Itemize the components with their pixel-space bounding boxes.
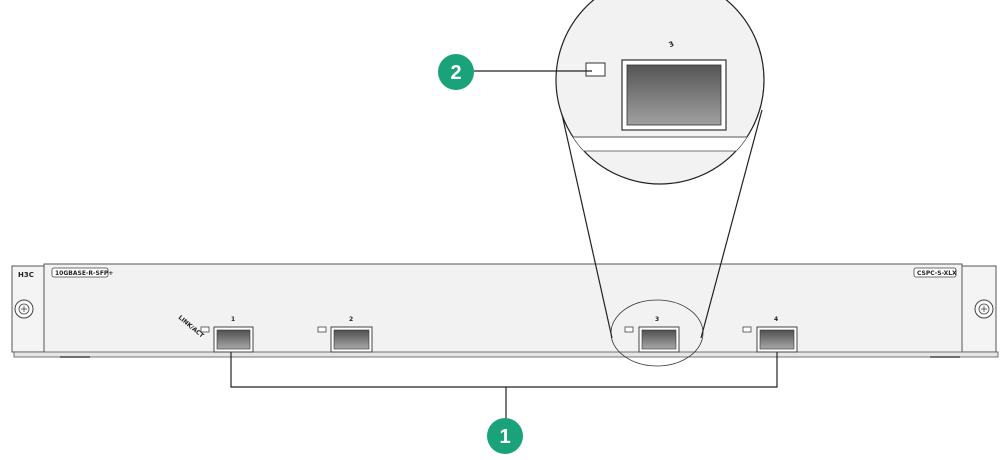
left-ejector: [11, 265, 45, 353]
port-3-number: 3: [655, 316, 659, 323]
model-label: 10GBASE-R-SFP+: [55, 270, 113, 277]
port-3-led: [624, 326, 634, 333]
model-label-box: [51, 267, 109, 278]
zoomed-port-led: [585, 62, 606, 77]
port-1-led: [200, 326, 210, 333]
callout-2-number: 2: [450, 62, 461, 84]
magnifier-cone: [560, 109, 763, 339]
right-ejector: [961, 265, 997, 353]
sfp-port-2[interactable]: 2: [317, 316, 373, 353]
callout-2-badge: [438, 54, 474, 90]
right-label-box: [913, 267, 957, 278]
callout-1-badge: [487, 418, 523, 454]
zoomed-port-number: 3: [668, 40, 676, 49]
sfp-port-1[interactable]: 1: [200, 316, 254, 353]
bottom-rail: [13, 351, 999, 358]
port-1-number: 1: [231, 316, 235, 323]
port-4-led: [742, 326, 752, 333]
callout-1-number: 1: [499, 426, 510, 448]
card-front-panel: H3C 10GBASE-R-SFP+ CSPC-S-XLX LINK/ACT 1…: [11, 263, 999, 367]
callout-1: 1: [230, 352, 778, 454]
callout-1-bracket: [230, 352, 778, 388]
port-2-led: [317, 326, 327, 333]
port-4-number: 4: [774, 316, 778, 323]
magnifier-circle: 3: [555, 0, 765, 185]
sfp-port-3[interactable]: 3: [624, 316, 680, 353]
sfp-port-4[interactable]: 4: [742, 316, 798, 353]
zoomed-port-opening: [626, 64, 722, 126]
brand-mark: H3C: [18, 271, 34, 279]
right-label: CSPC-S-XLX: [917, 270, 957, 277]
port-2-number: 2: [349, 316, 353, 323]
faceplate: [43, 263, 963, 355]
callout-2: 2: [438, 54, 592, 90]
